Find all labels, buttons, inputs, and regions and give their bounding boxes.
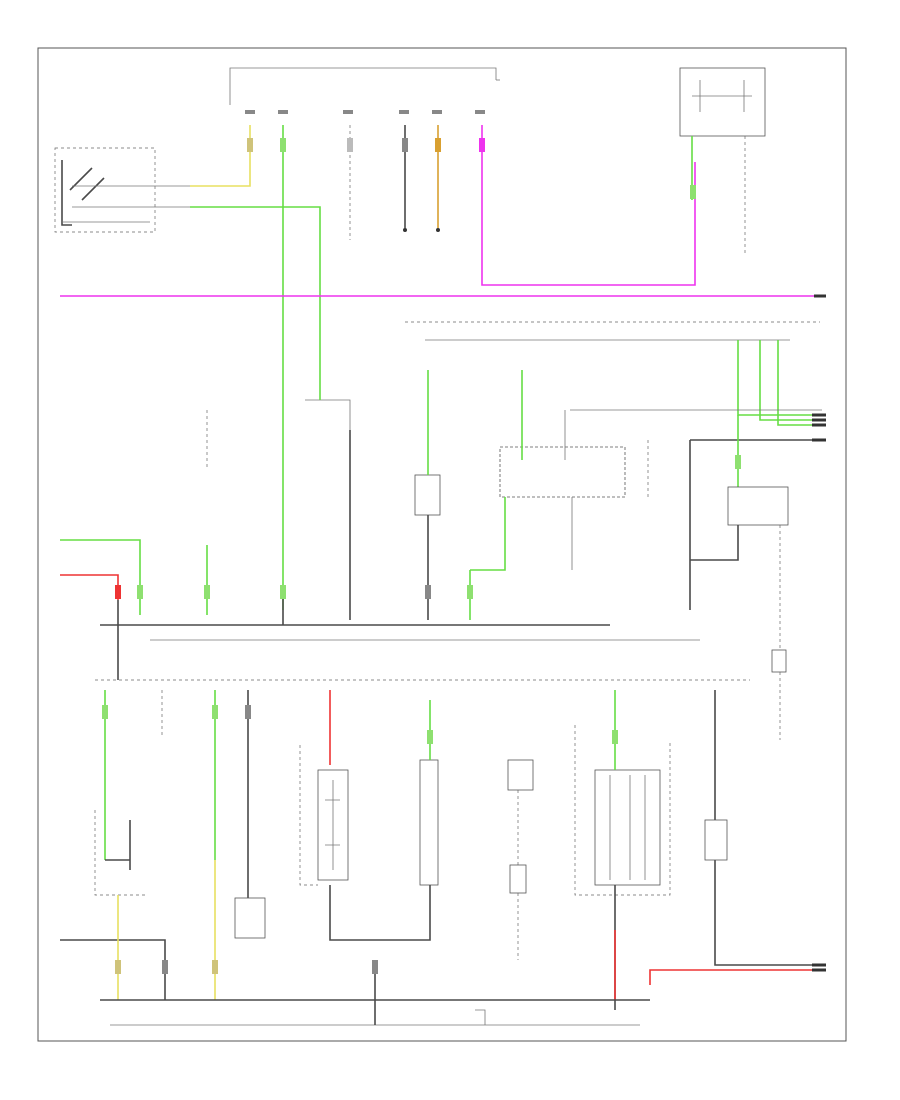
right-module (727, 486, 789, 526)
center-fuse (414, 474, 441, 516)
conn-marker-14 (212, 705, 218, 719)
lower-left-internal (105, 820, 131, 870)
conn-marker-21 (372, 960, 378, 974)
conn-marker-8 (204, 585, 210, 599)
terminal-dot-2 (436, 228, 440, 232)
switch-contact-2 (81, 177, 105, 201)
wire-green-left-edge (60, 539, 141, 615)
conn-marker-13 (102, 705, 108, 719)
center-module (499, 446, 626, 498)
seat-module-bracket (574, 725, 671, 896)
top-bracket (229, 67, 497, 105)
pin-stub-4 (399, 110, 409, 114)
seat-module (594, 769, 661, 886)
wire-yellow-switch (190, 125, 251, 187)
top-connector-group (229, 67, 500, 114)
wire-black-module-out (690, 525, 739, 561)
conn-marker-15 (245, 705, 251, 719)
relay-internal (692, 80, 752, 112)
lower-right-module (704, 819, 728, 861)
wire-magenta-1 (481, 125, 696, 286)
relay-box (679, 67, 766, 137)
wire-green-right-1 (737, 340, 822, 416)
wire-black-lower-module-2 (329, 885, 431, 941)
conn-marker-20 (162, 960, 168, 974)
lower-ground-tick (475, 1009, 486, 1025)
conn-marker-9 (137, 585, 143, 599)
conn-marker-5 (435, 138, 441, 152)
right-edge-connectors (812, 413, 826, 442)
wire-black-lower-right (714, 690, 822, 966)
mid-switch-bracket (305, 399, 351, 430)
conn-marker-4 (402, 138, 408, 152)
pin-stub-2 (278, 110, 288, 114)
conn-marker-3 (347, 138, 353, 152)
right-sensor (771, 649, 787, 673)
left-switch-assembly (54, 147, 190, 233)
wire-black-lower-bus-left (60, 939, 166, 1000)
wire-green-right-2 (759, 340, 822, 421)
conn-marker-12 (467, 585, 473, 599)
conn-marker-10 (115, 585, 121, 599)
switch-dashed-box (54, 147, 156, 233)
conn-marker-16 (427, 730, 433, 744)
conn-marker-6 (479, 138, 485, 152)
top-right-relay (679, 67, 766, 255)
right-edge-connectors-lower (812, 963, 826, 972)
wire-red-lower-right (649, 969, 822, 985)
terminal-dot-1 (403, 228, 407, 232)
pin-stub-3 (343, 110, 353, 114)
pin-stub-5 (432, 110, 442, 114)
center-module-group (470, 370, 649, 571)
wire-green-right-3 (777, 340, 822, 426)
wire-red-left-edge (60, 574, 119, 600)
conn-marker-7 (280, 585, 286, 599)
wire-green-center-out (470, 497, 506, 571)
conn-marker-22 (690, 185, 696, 199)
seat-module-internal (609, 775, 646, 880)
conn-marker-17 (612, 730, 618, 744)
lower-module-1-bracket (299, 745, 318, 886)
lower-module-2 (419, 759, 439, 886)
conn-marker-11 (425, 585, 431, 599)
lower-fuse-1 (507, 759, 534, 791)
lower-module-1-internal (325, 780, 340, 870)
conn-marker-2 (280, 138, 286, 152)
conn-marker-1 (247, 138, 253, 152)
pin-stub-6 (475, 110, 485, 114)
lower-fuse-2 (509, 864, 527, 894)
conn-marker-23 (735, 455, 741, 469)
switch-ground-lead (61, 160, 72, 226)
diagram-frame (37, 47, 847, 1042)
wire-green-switch (190, 206, 321, 390)
conn-marker-18 (115, 960, 121, 974)
lower-module-3 (234, 897, 266, 939)
lower-left-dashed (94, 810, 145, 896)
pin-stub-1 (245, 110, 255, 114)
switch-contact-1 (69, 167, 93, 191)
conn-marker-19 (212, 960, 218, 974)
connector-markers (102, 138, 741, 974)
